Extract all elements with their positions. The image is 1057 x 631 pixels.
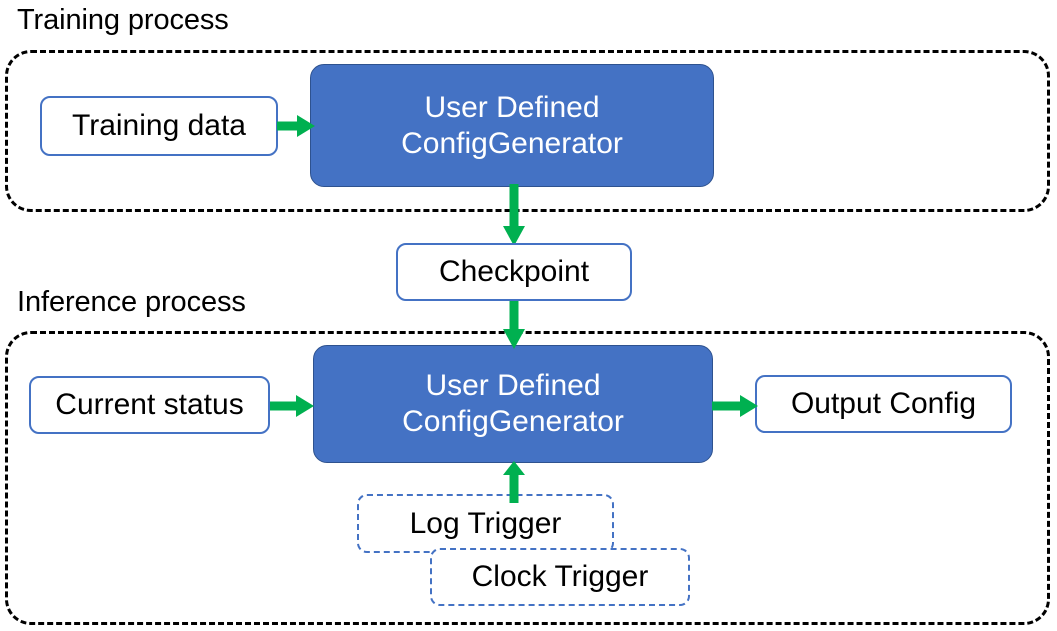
arrow-triggers-to-generator	[503, 461, 525, 503]
inference-generator-line2: ConfigGenerator	[402, 405, 624, 438]
output-config-label: Output Config	[790, 387, 977, 420]
inference-config-generator-label: User Defined ConfigGenerator	[402, 368, 624, 440]
training-process-container	[5, 50, 1050, 212]
current-status-node[interactable]: Current status	[29, 376, 270, 434]
inference-process-title: Inference process	[17, 286, 246, 318]
current-status-label: Current status	[55, 388, 244, 421]
training-data-label: Training data	[72, 109, 246, 142]
log-trigger-label: Log Trigger	[409, 506, 562, 540]
training-generator-line2: ConfigGenerator	[401, 126, 623, 160]
training-generator-line1: User Defined	[424, 90, 600, 124]
clock-trigger-label: Clock Trigger	[471, 560, 649, 593]
output-config-node[interactable]: Output Config	[755, 375, 1012, 433]
arrow-generator-to-checkpoint	[503, 184, 525, 246]
inference-config-generator-node[interactable]: User Defined ConfigGenerator	[313, 345, 713, 463]
arrow-current-status-to-generator	[270, 395, 314, 417]
training-config-generator-node[interactable]: User Defined ConfigGenerator	[310, 64, 714, 187]
inference-generator-line1: User Defined	[425, 369, 601, 402]
checkpoint-label: Checkpoint	[438, 255, 590, 288]
checkpoint-node[interactable]: Checkpoint	[396, 243, 632, 301]
arrow-checkpoint-to-inference-generator	[503, 299, 525, 349]
arrow-generator-to-output-config	[712, 395, 758, 417]
clock-trigger-node[interactable]: Clock Trigger	[430, 548, 690, 606]
training-process-title: Training process	[17, 4, 229, 36]
log-trigger-node[interactable]: Log Trigger	[357, 494, 614, 553]
inference-process-container	[5, 331, 1050, 625]
arrow-training-data-to-generator	[277, 115, 315, 137]
training-config-generator-label: User Defined ConfigGenerator	[401, 90, 623, 162]
training-data-node[interactable]: Training data	[40, 96, 278, 156]
